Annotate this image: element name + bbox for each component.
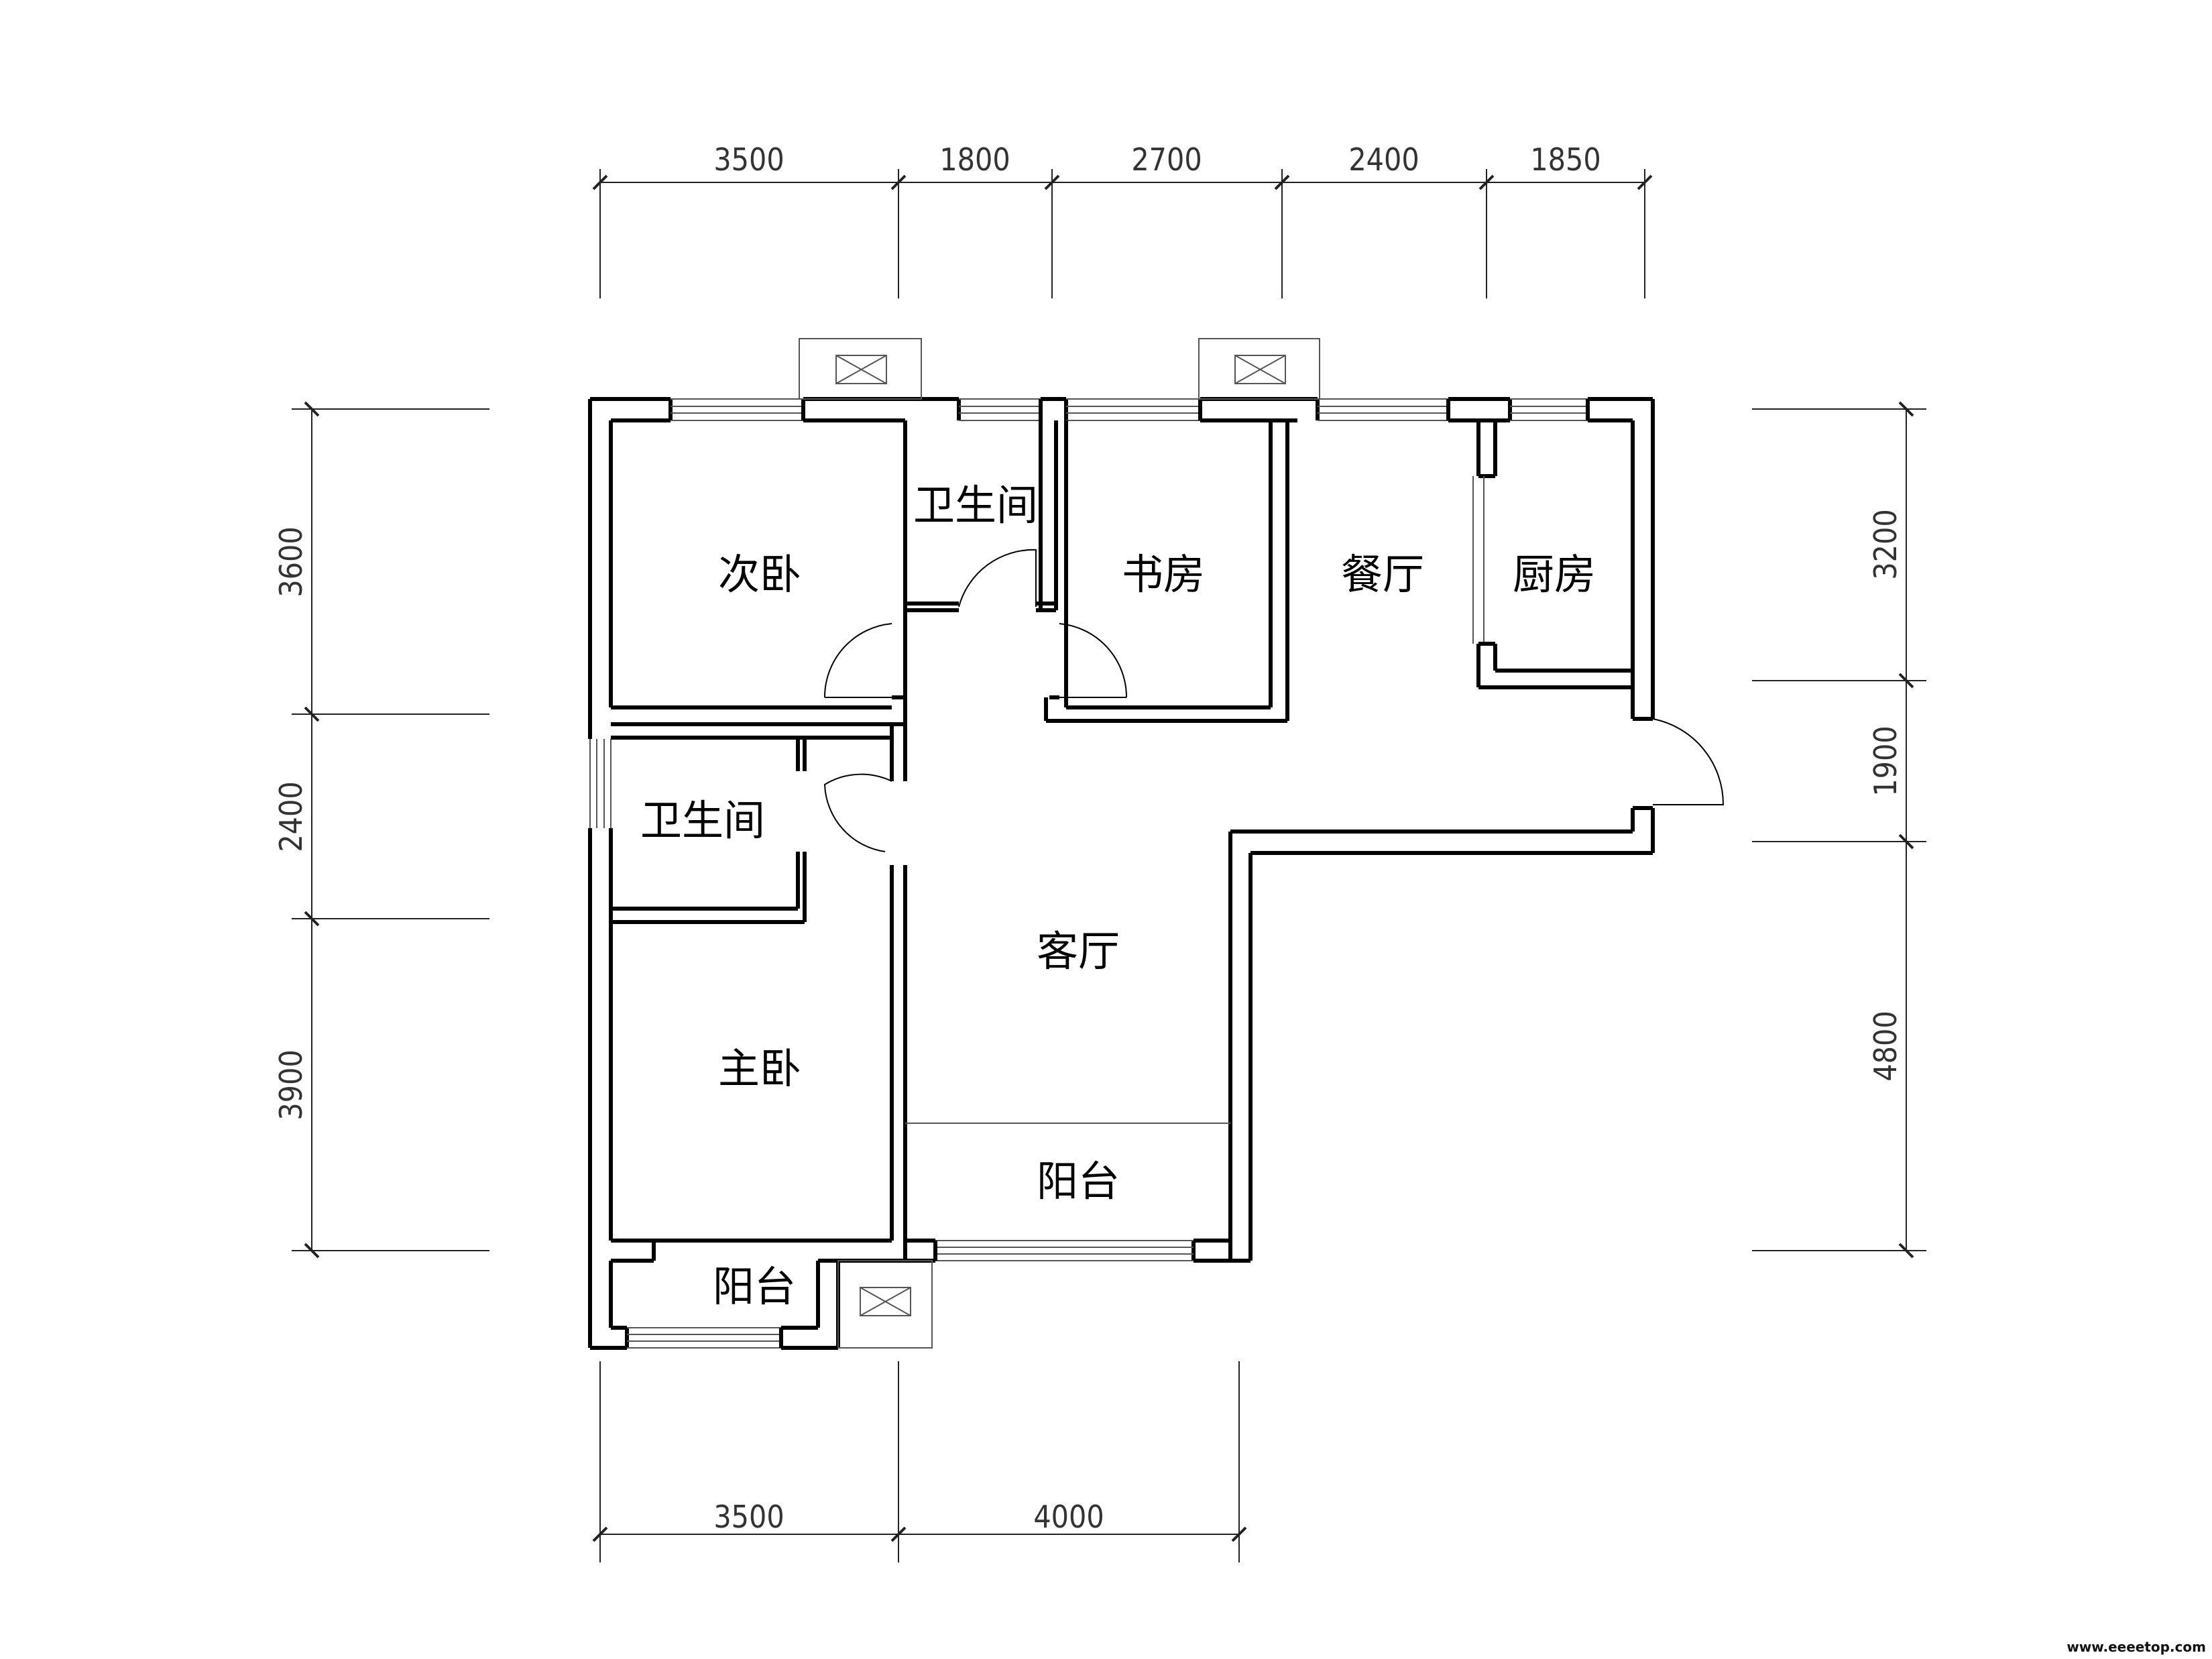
room-second-bedroom: 次卧 xyxy=(718,550,801,599)
dim-left-2: 2400 xyxy=(273,781,309,852)
exterior-walls xyxy=(588,397,1655,1350)
dim-top-3: 2700 xyxy=(1131,141,1202,178)
dim-right-3: 4800 xyxy=(1867,1011,1904,1081)
ac-units xyxy=(799,338,1320,1349)
door-study xyxy=(1059,623,1128,698)
dim-bottom-2: 4000 xyxy=(1033,1499,1104,1535)
room-balcony-master: 阳台 xyxy=(713,1262,796,1311)
room-balcony-living: 阳台 xyxy=(1037,1157,1120,1206)
dim-left-1: 3600 xyxy=(273,526,309,597)
dim-left-3: 3900 xyxy=(273,1049,309,1120)
room-dining: 餐厅 xyxy=(1341,550,1424,599)
interior-walls xyxy=(609,418,1633,1261)
dim-top-1: 3500 xyxy=(713,141,784,178)
dim-top-2: 1800 xyxy=(939,141,1010,178)
dimension-lines xyxy=(292,169,1926,1562)
room-labels: 次卧 卫生间 书房 餐厅 厨房 卫生间 客厅 主卧 阳台 阳台 xyxy=(640,481,1596,1311)
doors xyxy=(823,549,1725,852)
room-living: 客厅 xyxy=(1037,927,1120,976)
door-bathroom-top xyxy=(958,549,1037,608)
dim-right-2: 1900 xyxy=(1867,726,1904,796)
ac-unit-icon xyxy=(1234,355,1286,384)
dim-bottom-1: 3500 xyxy=(713,1499,784,1535)
room-study: 书房 xyxy=(1122,550,1205,599)
dim-right-1: 3200 xyxy=(1867,509,1904,579)
room-master-bedroom: 主卧 xyxy=(718,1044,801,1093)
dimension-labels: 3500 1800 2700 2400 1850 3500 4000 3600 … xyxy=(273,141,1904,1535)
dim-top-5: 1850 xyxy=(1530,141,1600,178)
room-kitchen: 厨房 xyxy=(1513,550,1596,599)
dim-top-4: 2400 xyxy=(1348,141,1419,178)
door-second-bedroom xyxy=(823,623,892,698)
room-bathroom-top: 卫生间 xyxy=(913,481,1038,530)
door-bathroom-left xyxy=(823,773,892,852)
ac-unit-icon xyxy=(835,355,887,384)
watermark: www.eeeetop.com xyxy=(2067,1639,2206,1655)
door-entry xyxy=(1652,718,1725,805)
ac-unit-icon xyxy=(860,1287,911,1316)
room-bathroom-left: 卫生间 xyxy=(640,796,765,845)
